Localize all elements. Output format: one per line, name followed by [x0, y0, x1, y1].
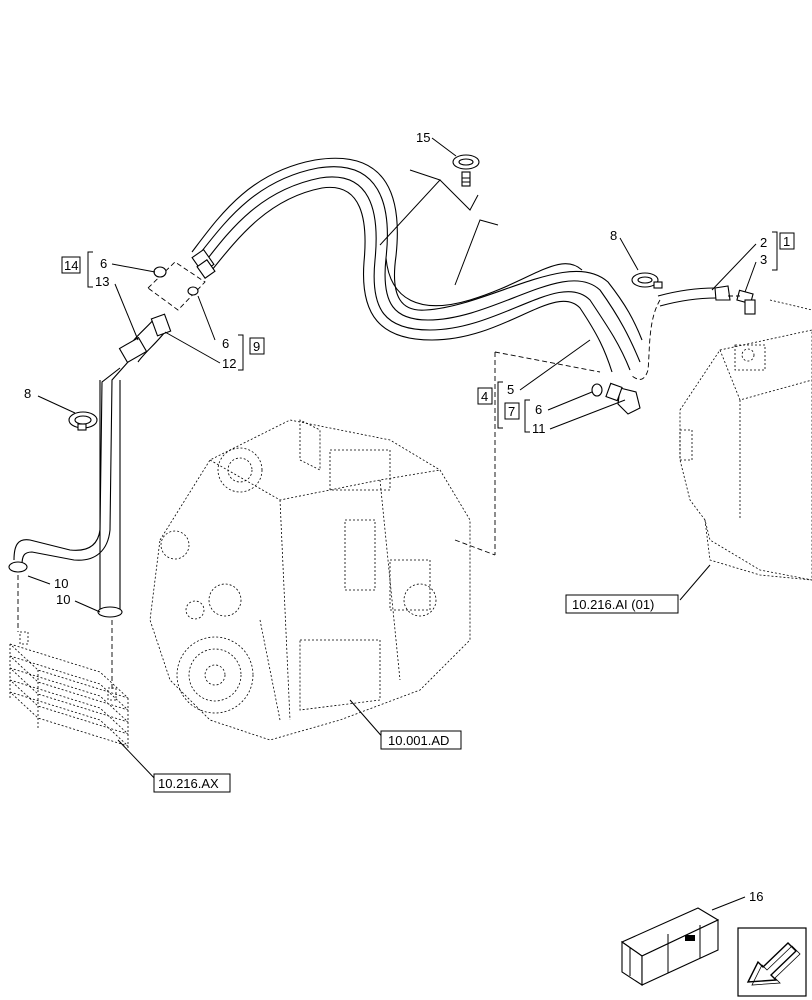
callout-10-top: 10: [54, 576, 68, 591]
callout-8-left: 8: [24, 386, 31, 401]
return-hose: [8, 261, 206, 618]
transmission: [679, 299, 812, 581]
ref-10-001-ad: 10.001.AD: [388, 733, 449, 748]
callout-11: 11: [532, 421, 546, 436]
callout-1: 1: [783, 234, 790, 249]
hose-clip-8-right: [631, 272, 663, 289]
view-arrows: [379, 169, 499, 286]
callout-7: 7: [508, 404, 515, 419]
callout-9: 9: [253, 339, 260, 354]
callout-6-mid: 6: [222, 336, 229, 351]
hose-clip-8-left: [68, 411, 98, 431]
callout-6-right: 6: [535, 402, 542, 417]
ref-10-216-ai: 10.216.AI (01): [572, 597, 654, 612]
callout-8-right: 8: [610, 228, 617, 243]
hose-bundle: [191, 157, 643, 373]
hose-clip-15: [452, 154, 480, 187]
oil-cooler: [9, 631, 129, 750]
callout-16: 16: [749, 889, 763, 904]
callout-14: 14: [64, 258, 78, 273]
callout-10-bottom: 10: [56, 592, 70, 607]
callout-4: 4: [481, 389, 488, 404]
callout-13: 13: [95, 274, 109, 289]
ref-10-216-ax: 10.216.AX: [158, 776, 219, 791]
callout-3: 3: [760, 252, 767, 267]
arrow-icon[interactable]: [737, 927, 807, 997]
callout-2: 2: [760, 235, 767, 250]
callout-12: 12: [222, 356, 236, 371]
callout-5: 5: [507, 382, 514, 397]
callout-15: 15: [416, 130, 430, 145]
callout-6-top: 6: [100, 256, 107, 271]
right-fitting: [591, 382, 641, 415]
kit-box: [620, 907, 720, 987]
upper-right-hose: [631, 285, 756, 380]
engine: [149, 419, 471, 741]
